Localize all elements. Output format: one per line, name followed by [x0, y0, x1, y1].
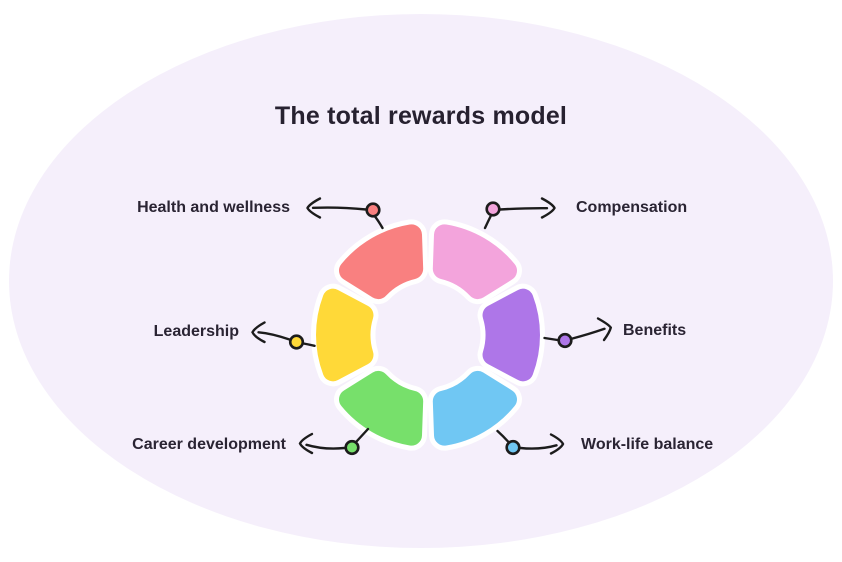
dot-benefits [557, 332, 573, 349]
dot-leadership [288, 334, 305, 350]
arrow-right-icon [596, 317, 613, 342]
page-title: The total rewards model [274, 102, 568, 130]
arrow-left-icon [251, 321, 266, 344]
arrow-right-icon [549, 433, 565, 455]
segment-leadership [311, 283, 379, 387]
segment-career-development [334, 365, 429, 451]
arrow-left-icon [298, 432, 314, 455]
connector-line [519, 444, 558, 450]
connector-benefits [543, 317, 613, 349]
segment-compensation [427, 219, 522, 305]
dot-work-life-balance [505, 439, 521, 456]
segment-health-and-wellness [334, 219, 429, 305]
ring [311, 219, 545, 451]
connector-stem [483, 215, 492, 230]
segment-label-benefits: Benefits [623, 322, 687, 339]
connector-career-development [298, 427, 370, 456]
segment-label-career-development: Career development [132, 436, 286, 453]
connector-line [498, 206, 549, 211]
connector-stem [543, 336, 559, 342]
connector-line [305, 443, 346, 450]
connector-line [571, 327, 606, 340]
arrow-left-icon [306, 197, 322, 219]
segment-work-life-balance [427, 365, 522, 451]
connector-line [257, 331, 291, 341]
dot-health-and-wellness [365, 202, 381, 218]
connector-health-and-wellness [306, 197, 384, 230]
connector-stem [373, 215, 384, 230]
segment-label-compensation: Compensation [576, 199, 688, 216]
arrow-right-icon [540, 197, 556, 219]
connector-stem [355, 427, 370, 443]
dot-career-development [344, 439, 360, 456]
segment-label-leadership: Leadership [153, 323, 239, 340]
connector-stem [496, 429, 510, 443]
segment-label-work-life-balance: Work-life balance [581, 436, 714, 453]
connector-leadership [251, 321, 316, 350]
connector-work-life-balance [496, 429, 565, 456]
segment-benefits [477, 283, 545, 387]
connector-compensation [483, 197, 556, 230]
connector-line [311, 206, 368, 211]
connector-stem [302, 342, 316, 347]
segment-label-health-and-wellness: Health and wellness [137, 199, 290, 216]
dot-compensation [485, 201, 501, 217]
